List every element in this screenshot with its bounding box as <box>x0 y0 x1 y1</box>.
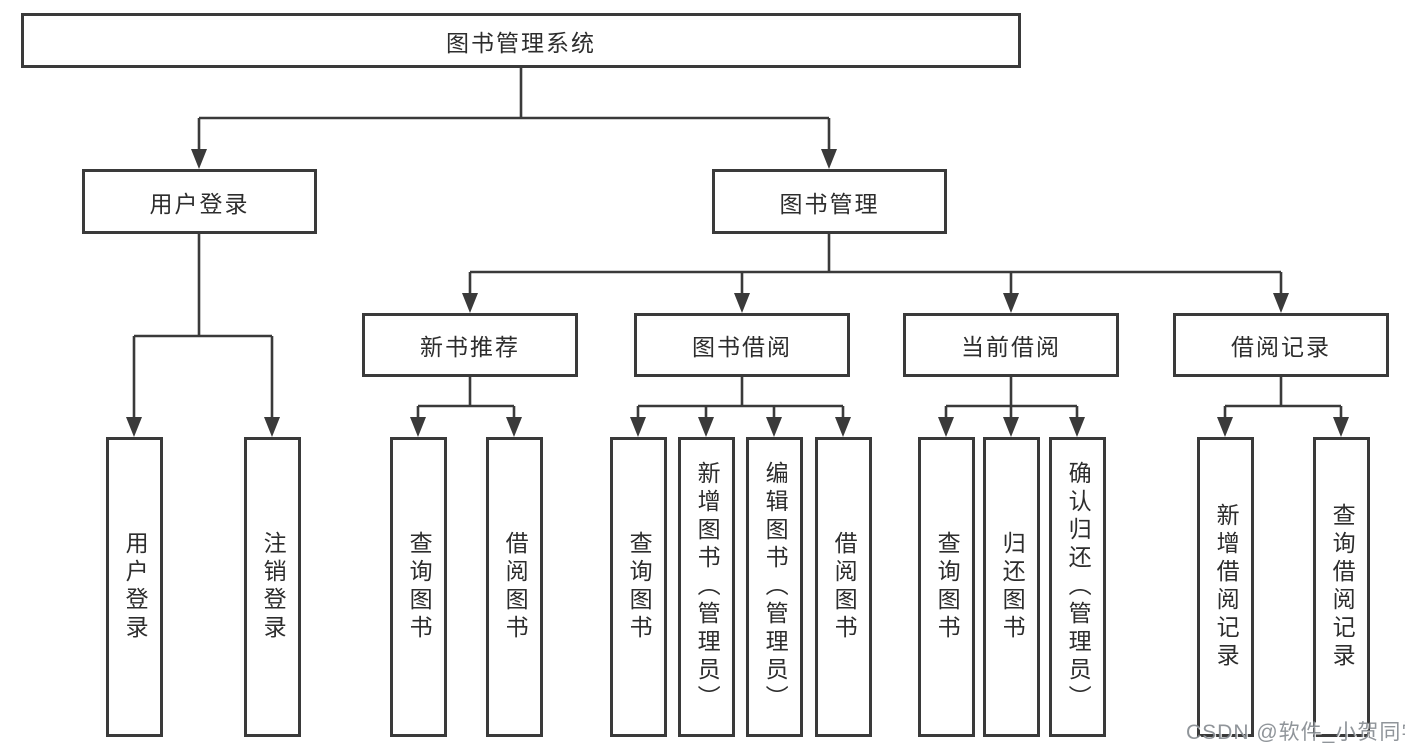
leaf-recommend-query-books: 查询图书 <box>390 437 447 737</box>
csdn-watermark: CSDN @软件_小贺同学 <box>1186 721 1405 744</box>
leaf-label: 确认归还（管理员） <box>1065 461 1092 713</box>
leaf-current-return-books: 归还图书 <box>983 437 1040 737</box>
node-label: 借阅记录 <box>1231 334 1331 360</box>
leaf-label: 编辑图书（管理员） <box>762 461 789 713</box>
leaf-label: 新增借阅记录 <box>1213 503 1240 671</box>
leaf-label: 查询借阅记录 <box>1329 503 1356 671</box>
node-label: 新书推荐 <box>420 334 520 360</box>
leaf-borrow-edit-books-admin: 编辑图书（管理员） <box>746 437 803 737</box>
leaf-user-login: 用户登录 <box>106 437 163 737</box>
node-label: 当前借阅 <box>961 334 1061 360</box>
leaf-label: 新增图书（管理员） <box>694 461 721 713</box>
leaf-label: 归还图书 <box>999 531 1026 643</box>
leaf-current-query-books: 查询图书 <box>918 437 975 737</box>
node-book-management: 图书管理 <box>712 169 947 234</box>
node-current-borrowing: 当前借阅 <box>903 313 1119 377</box>
leaf-borrow-query-books: 查询图书 <box>610 437 667 737</box>
leaf-records-query-record: 查询借阅记录 <box>1313 437 1370 737</box>
node-label: 图书管理系统 <box>446 29 596 56</box>
node-label: 用户登录 <box>149 190 250 217</box>
leaf-current-confirm-return-admin: 确认归还（管理员） <box>1049 437 1106 737</box>
leaf-label: 查询图书 <box>406 531 433 643</box>
leaf-label: 借阅图书 <box>502 531 529 643</box>
leaf-records-add-record: 新增借阅记录 <box>1197 437 1254 737</box>
node-book-borrowing: 图书借阅 <box>634 313 850 377</box>
leaf-label: 注销登录 <box>260 531 287 643</box>
leaf-label: 用户登录 <box>122 531 149 643</box>
leaf-logout: 注销登录 <box>244 437 301 737</box>
leaf-recommend-borrow-books: 借阅图书 <box>486 437 543 737</box>
node-label: 图书管理 <box>779 190 880 217</box>
node-label: 图书借阅 <box>692 334 792 360</box>
leaf-label: 查询图书 <box>934 531 961 643</box>
node-user-login: 用户登录 <box>82 169 317 234</box>
leaf-borrow-borrow-books: 借阅图书 <box>815 437 872 737</box>
leaf-label: 借阅图书 <box>831 531 858 643</box>
node-library-management-system: 图书管理系统 <box>21 13 1021 68</box>
leaf-borrow-add-books-admin: 新增图书（管理员） <box>678 437 735 737</box>
node-borrowing-records: 借阅记录 <box>1173 313 1389 377</box>
leaf-label: 查询图书 <box>626 531 653 643</box>
node-new-book-recommendation: 新书推荐 <box>362 313 578 377</box>
